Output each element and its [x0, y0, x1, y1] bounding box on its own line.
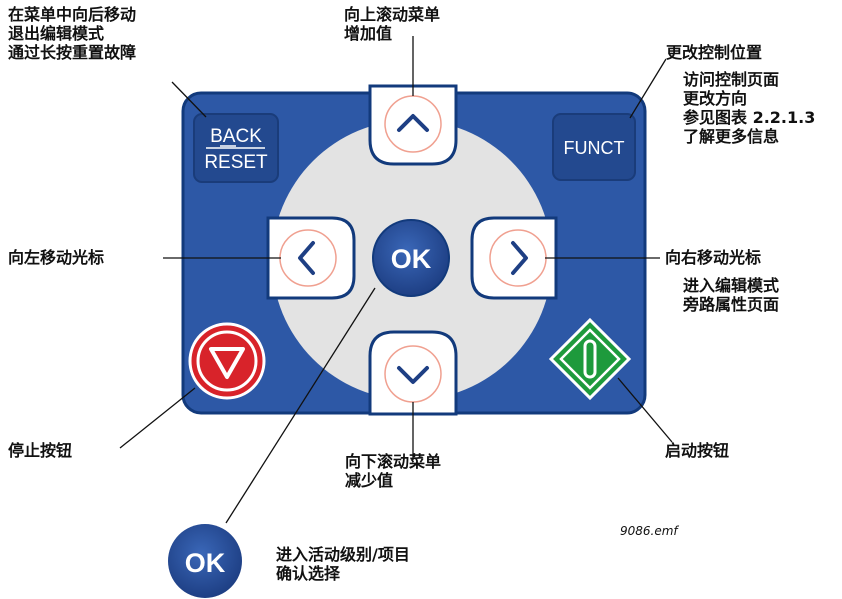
funct-line-3: 参见图表 2.2.1.3	[683, 108, 816, 127]
left-button[interactable]	[266, 216, 356, 300]
right-title: 向右移动光标	[665, 248, 762, 267]
down-button[interactable]	[368, 330, 458, 416]
ok-description: 进入活动级别/项目 确认选择	[276, 545, 410, 583]
down-line-1: 向下滚动菜单	[345, 452, 442, 471]
up-button[interactable]	[368, 84, 458, 166]
ok-legend-label: OK	[185, 548, 226, 578]
down-line-2: 减少值	[345, 471, 394, 490]
leader-ok	[225, 287, 376, 524]
ok-line-1: 进入活动级别/项目	[276, 545, 410, 564]
back-key-label: BACK	[210, 126, 262, 147]
chevron-left-icon	[298, 241, 315, 275]
leader-funct	[629, 58, 667, 119]
chevron-down-icon	[397, 366, 429, 384]
funct-description: 访问控制页面 更改方向 参见图表 2.2.1.3 了解更多信息	[683, 70, 815, 146]
right-line-2: 旁路属性页面	[683, 295, 780, 314]
left-description: 向左移动光标	[8, 248, 105, 267]
stop-triangle-icon	[209, 347, 245, 379]
chevron-up-icon	[397, 114, 429, 132]
right-line-1: 进入编辑模式	[683, 276, 780, 295]
chevron-right-icon	[511, 241, 528, 275]
funct-line-2: 更改方向	[683, 89, 748, 108]
ok-button-label: OK	[391, 244, 432, 274]
down-description: 向下滚动菜单 减少值	[345, 452, 441, 490]
funct-title: 更改控制位置	[666, 43, 763, 62]
funct-line-4: 了解更多信息	[683, 127, 780, 146]
stop-description: 停止按钮	[8, 441, 73, 460]
leader-start	[617, 377, 673, 443]
start-button[interactable]	[548, 317, 632, 401]
ok-button[interactable]: OK	[372, 219, 450, 297]
leader-back	[171, 81, 207, 118]
ok-line-2: 确认选择	[276, 564, 341, 583]
reset-key-label: RESET	[204, 152, 268, 173]
leader-stop	[119, 387, 196, 449]
up-description: 向上滚动菜单 增加值	[344, 5, 440, 43]
funct-button[interactable]: FUNCT	[552, 113, 636, 181]
figure-reference: 9086.emf	[620, 524, 678, 538]
up-line-2: 增加值	[344, 24, 393, 43]
funct-key-label: FUNCT	[564, 138, 625, 158]
right-description: 进入编辑模式 旁路属性页面	[683, 276, 779, 314]
ok-legend-button: OK	[168, 524, 242, 598]
back-line-3: 通过长按重置故障	[8, 43, 137, 62]
back-description: 在菜单中向后移动 退出编辑模式 通过长按重置故障	[8, 5, 136, 62]
start-description: 启动按钮	[665, 441, 730, 460]
right-button[interactable]	[470, 216, 558, 300]
stop-button[interactable]	[188, 322, 266, 400]
back-line-2: 退出编辑模式	[8, 24, 105, 43]
start-bar-icon	[583, 339, 597, 379]
back-reset-button[interactable]: BACK RESET	[193, 113, 279, 183]
funct-line-1: 访问控制页面	[683, 70, 780, 89]
up-line-1: 向上滚动菜单	[344, 5, 441, 24]
back-line-1: 在菜单中向后移动	[8, 5, 137, 24]
